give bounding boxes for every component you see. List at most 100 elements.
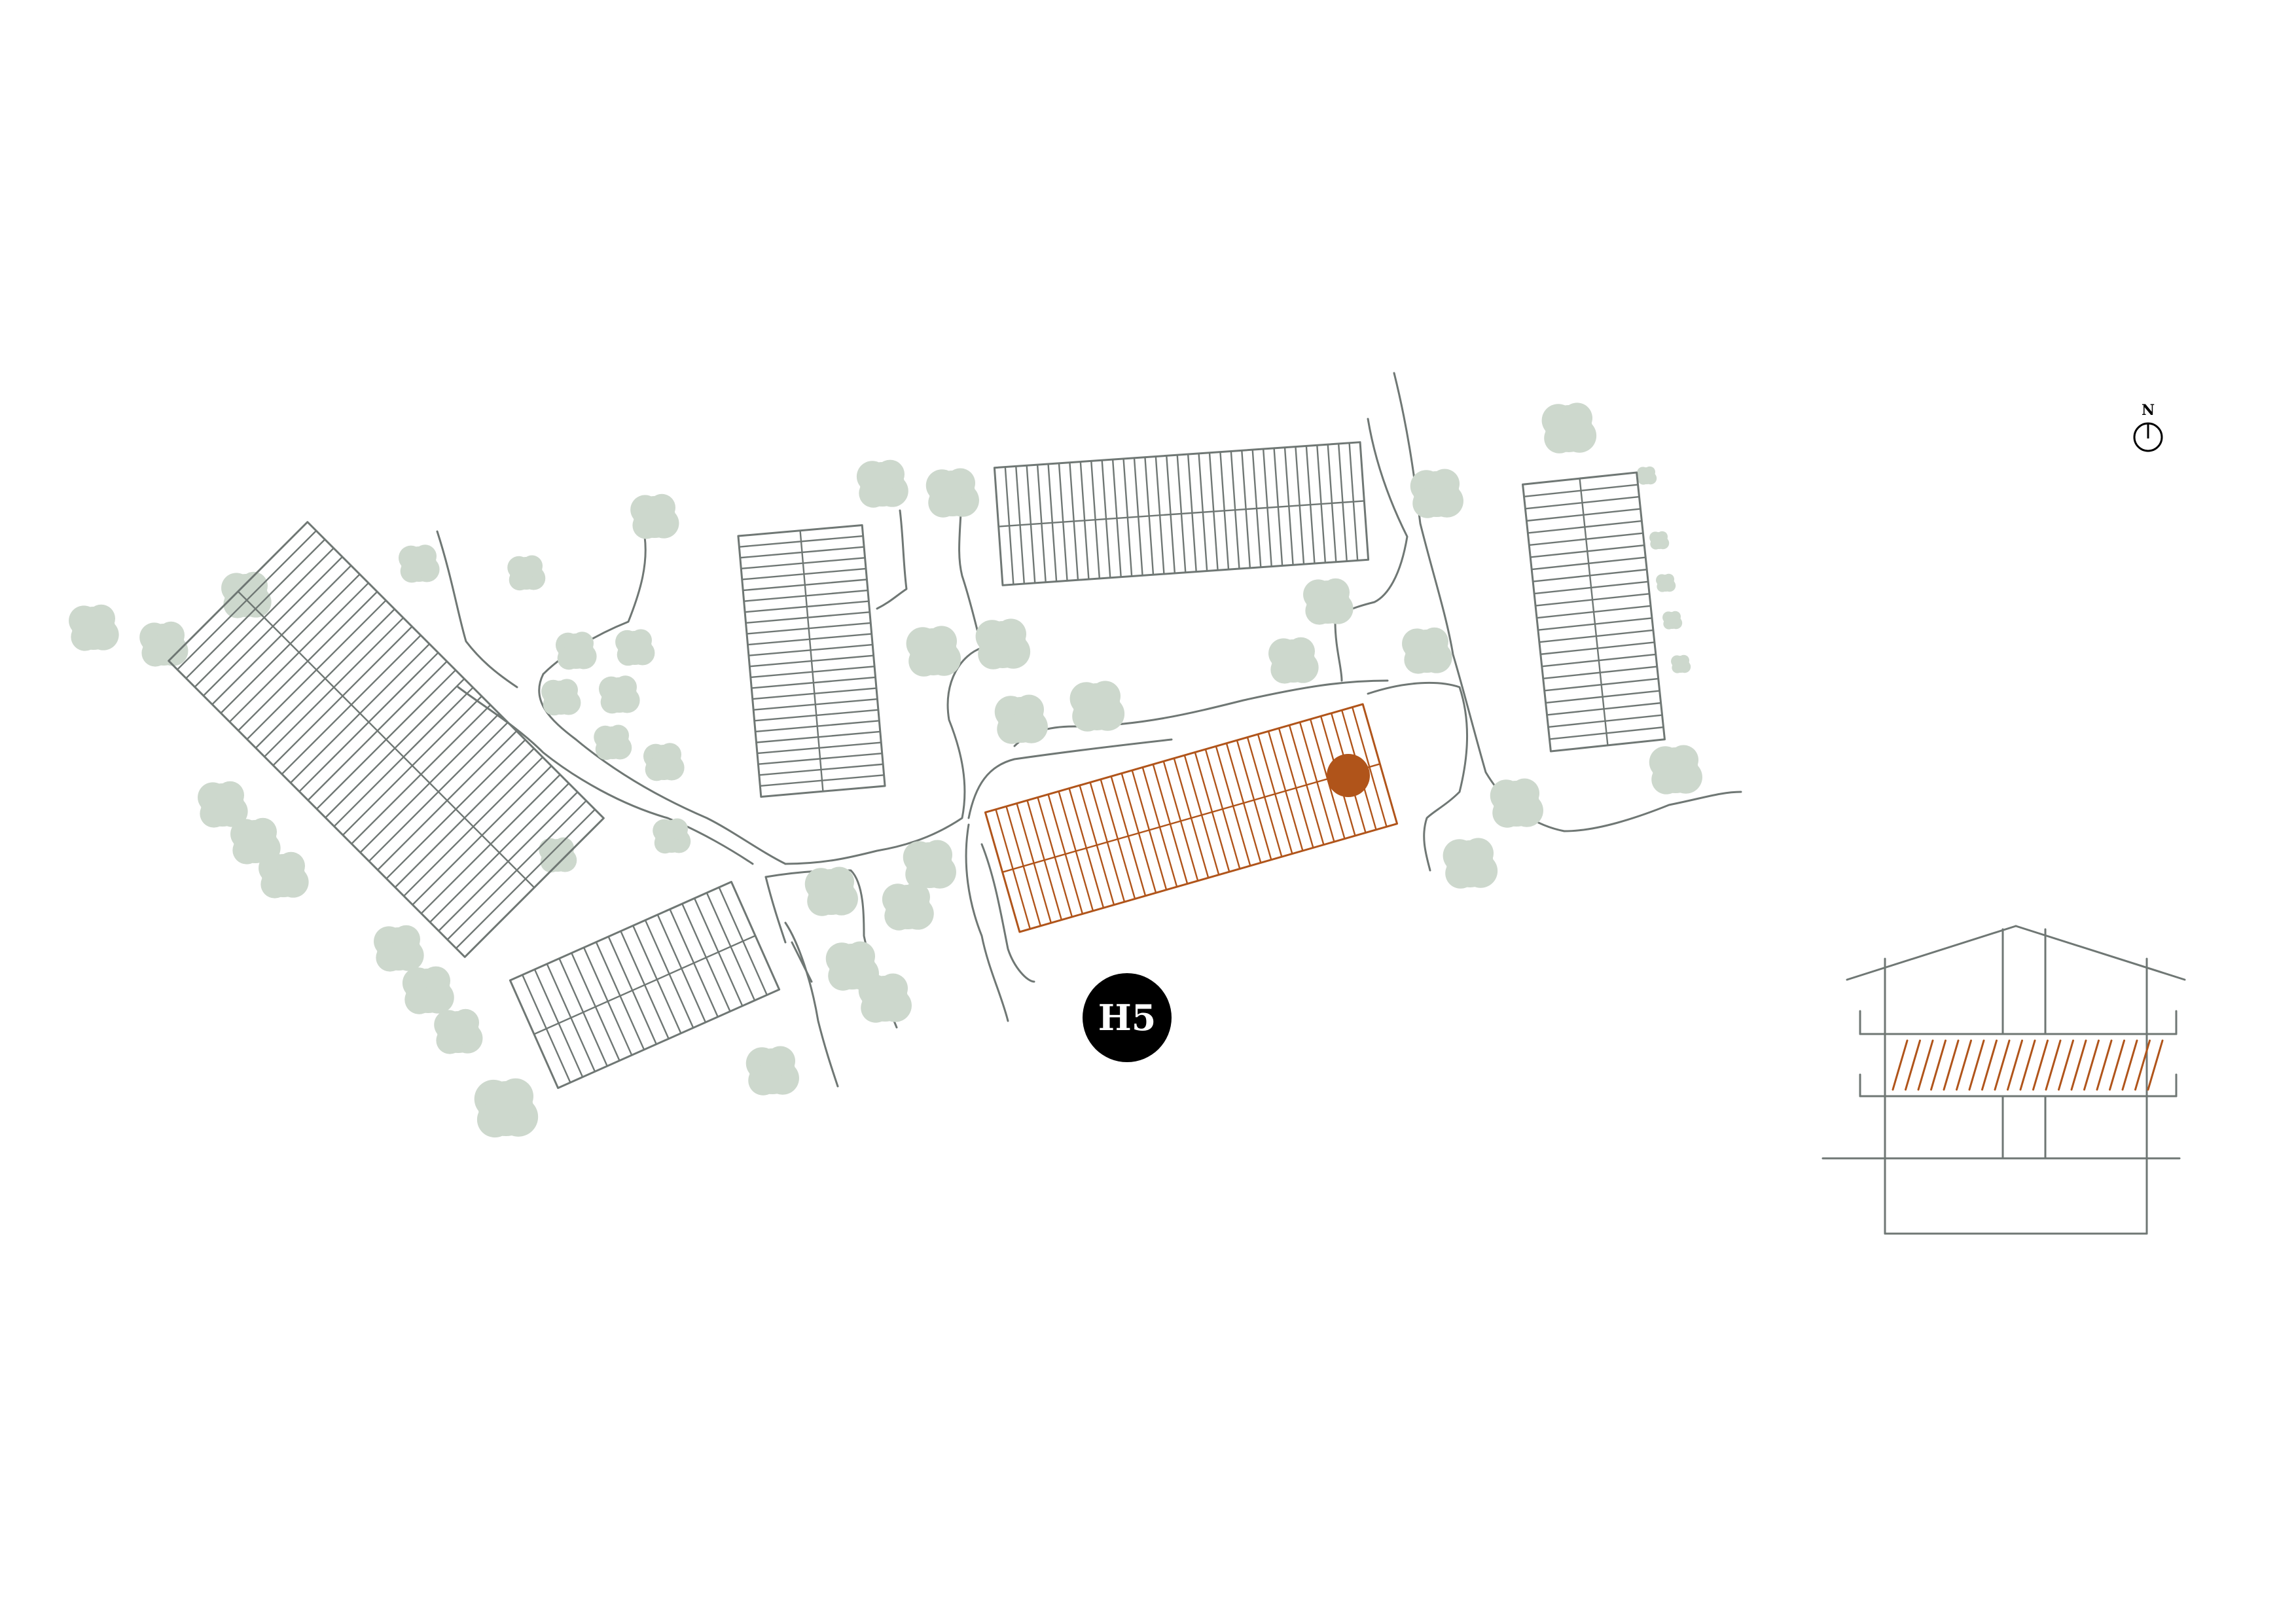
tree-crown-lobe <box>1509 778 1539 808</box>
block-north-east-stripe <box>1524 495 1640 510</box>
block-north-west-stripe <box>740 557 866 570</box>
section-hatch <box>2147 1039 2164 1091</box>
tree <box>994 694 1048 744</box>
tree <box>69 604 119 651</box>
tree <box>1303 578 1354 625</box>
block-h5-stripe <box>1110 776 1147 897</box>
block-h5-stripe <box>1173 757 1210 879</box>
block-north-west-stripe <box>745 622 872 635</box>
block-north-west-stripe <box>747 633 872 646</box>
block-north-stripe <box>1305 445 1316 565</box>
block-south-west-stripe <box>681 902 731 1012</box>
tree-crown-lobe <box>223 590 252 618</box>
block-north-stripe <box>1198 452 1208 572</box>
block-west-stripe <box>298 652 439 793</box>
highlighted-building-h5 <box>984 703 1399 933</box>
block-north-east-stripe <box>1532 569 1648 582</box>
block-h5-stripe <box>1162 760 1199 882</box>
block-north-stripe <box>1133 457 1143 577</box>
block-north-stripe <box>1004 466 1014 586</box>
tree-crown-lobe <box>922 840 952 870</box>
block-north-stripe <box>1176 454 1187 573</box>
block-h5-stripe <box>1257 733 1293 855</box>
tree-crown-lobe <box>905 859 935 889</box>
tree-crown-lobe <box>1090 681 1121 712</box>
tree-crown-lobe <box>1492 798 1522 828</box>
block-h5-stripe <box>1204 748 1241 870</box>
block-north-west-stripe <box>747 643 874 656</box>
tree-crown-lobe <box>632 512 660 539</box>
block-north-stripe <box>1166 455 1176 575</box>
tree-crown-lobe <box>845 941 875 971</box>
block-west-stripe <box>333 687 474 827</box>
block-north-west-stripe <box>758 763 884 776</box>
block-south-west-stripe <box>583 946 633 1056</box>
tree <box>858 973 912 1023</box>
block-north-east-stripe <box>1543 677 1659 692</box>
block-north-west-stripe <box>742 579 868 592</box>
footpath <box>1334 418 1408 682</box>
block-north-stripe <box>1251 448 1262 568</box>
section-hatch <box>1968 1039 1985 1091</box>
tree <box>745 1046 799 1096</box>
tree <box>615 629 655 666</box>
tree <box>1268 637 1319 684</box>
tree-crown-lobe <box>859 478 888 508</box>
block-north-west-stripe <box>753 709 880 722</box>
location-dot-icon <box>1327 754 1370 797</box>
tree-crown-lobe <box>421 966 451 995</box>
tree-crown-lobe <box>1651 764 1681 794</box>
tree-crown-lobe <box>71 622 99 651</box>
tree-crown-lobe <box>1014 694 1044 724</box>
section-hatch <box>1994 1039 2011 1091</box>
block-west-stripe <box>307 660 448 801</box>
tree-crown-lobe <box>1072 701 1103 732</box>
tree-crown-lobe <box>497 1078 533 1115</box>
block-west-stripe <box>376 730 518 871</box>
tree-crown-lobe <box>200 799 228 828</box>
block-north-west-stripe <box>759 774 885 787</box>
block-h5-stripe <box>1058 791 1094 912</box>
tree-crown-lobe <box>861 993 891 1023</box>
block-north-stripe <box>1144 456 1155 576</box>
tree-crown-lobe <box>509 569 531 591</box>
tree-crown-lobe <box>1420 627 1448 656</box>
block-south-west-stripe <box>533 969 584 1078</box>
tree-crown-lobe <box>828 961 858 991</box>
tree-crown-lobe <box>376 943 404 972</box>
block-west-stripe <box>438 791 579 932</box>
tree <box>259 851 309 899</box>
trees <box>69 402 1702 1138</box>
tree-crown-lobe <box>1404 645 1433 674</box>
block-h5-stripe <box>1215 745 1251 867</box>
block-h5-stripe <box>1047 793 1084 915</box>
block-h5-stripe <box>1288 724 1325 846</box>
tree-crown-lobe <box>413 544 437 568</box>
block-north-west-stripe <box>738 535 864 548</box>
block-south-west-stripe <box>571 952 620 1061</box>
block-south-west-stripe <box>558 957 608 1067</box>
block-north-west-stripe <box>744 600 870 613</box>
tree <box>230 817 281 865</box>
block-north-stripe <box>1316 444 1327 564</box>
block-h5-stripe <box>1005 805 1042 927</box>
block-west-stripe <box>386 739 526 880</box>
block-west-stripe <box>211 565 352 705</box>
section-hatch <box>1917 1039 1934 1091</box>
block-north-stripe <box>1101 459 1111 579</box>
block-west-stripe <box>350 704 492 845</box>
tree <box>1649 745 1702 794</box>
block-north-west <box>737 524 886 798</box>
block-south-west <box>509 881 781 1089</box>
unit-label: H5 <box>1098 997 1157 1039</box>
tree-crown-lobe <box>613 675 637 699</box>
block-west-stripe <box>446 800 587 940</box>
tree-crown-lobe <box>748 1065 778 1096</box>
block-north-east-stripe <box>1537 617 1653 631</box>
tree-crown-lobe <box>1287 637 1316 666</box>
block-north-stripe <box>1090 460 1101 580</box>
unit-badge[interactable]: H5 <box>1083 973 1172 1062</box>
block-north-east-stripe <box>1541 653 1657 668</box>
tree-crown-lobe <box>996 618 1026 650</box>
tree-crown-lobe <box>1657 580 1668 592</box>
